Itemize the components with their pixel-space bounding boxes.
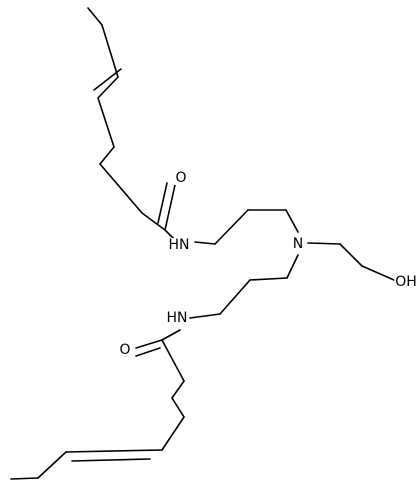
bond [97,97,115,148]
bond [219,279,251,315]
bond [10,477,39,480]
bond [99,163,143,214]
bond [194,241,216,245]
double-bond [135,339,163,349]
atom-label-amine-nitrogen: N [291,236,305,252]
bond [37,451,67,479]
bond [339,243,363,267]
double-bond [93,68,122,91]
bond [307,242,341,245]
double-bond [71,458,151,462]
double-bond [135,347,161,357]
bond [171,380,185,399]
atom-label-oxygen-upper: O [174,170,188,186]
bond [161,329,181,341]
bond [285,209,299,233]
atom-label-amide-nitrogen-upper: HN [167,237,191,253]
bond [161,416,185,451]
double-bond [157,182,168,224]
bond [361,265,395,281]
bond [286,254,299,279]
bond [171,397,185,418]
bond [249,277,288,281]
bond [214,209,249,245]
bond [161,339,185,382]
atom-label-amide-nitrogen-lower: HN [165,310,189,326]
bond [101,24,119,78]
double-bond [164,184,176,231]
bond [141,212,166,231]
bond [87,7,103,26]
double-bond [65,449,163,453]
bond [189,313,221,319]
bond [99,146,115,165]
atom-label-hydroxyl: OH [394,274,418,290]
atom-label-oxygen-lower: O [118,342,132,358]
double-bond [97,76,119,99]
